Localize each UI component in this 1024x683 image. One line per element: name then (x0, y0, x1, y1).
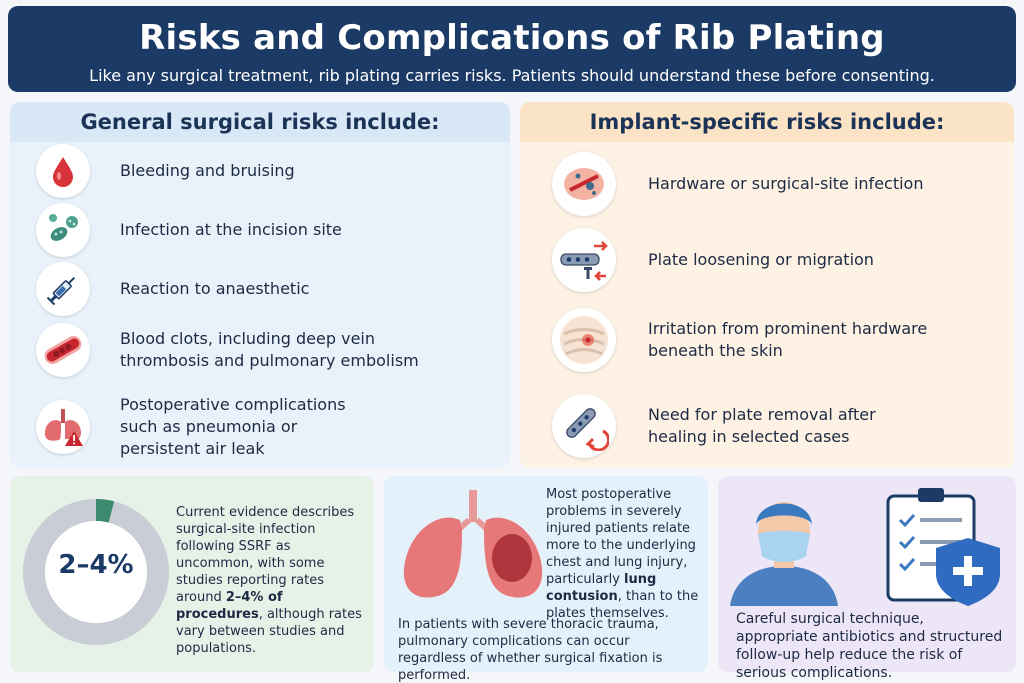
rib-irritation-icon (552, 308, 616, 372)
list-item-text: Blood clots, including deep vein thrombo… (120, 329, 419, 370)
list-item-text: Infection at the incision site (120, 220, 342, 239)
infection-rate-text: Current evidence describes surgical-site… (176, 505, 362, 656)
list-item-text: Plate loosening or migration (648, 250, 874, 269)
implant-risks-panel: Implant-specific risks include: Hardware… (520, 102, 1014, 468)
plate-removal-icon (552, 394, 616, 458)
infection-rate-highlight: 2–4% of procedures (176, 590, 283, 622)
list-item: Plate loosening or migration (552, 228, 874, 292)
infection-rate-value: 2–4% (58, 550, 134, 580)
infected-site-icon (552, 152, 616, 216)
infection-rate-card: 2–4% Current evidence describes surgical… (10, 476, 374, 672)
list-item: Reaction to anaesthetic (36, 262, 309, 316)
bacteria-icon (36, 203, 90, 257)
list-item: Hardware or surgical-site infection (552, 152, 923, 216)
list-item-text: Postoperative complications such as pneu… (120, 395, 346, 458)
ring-center (45, 521, 147, 623)
list-item-text: Need for plate removal after healing in … (648, 405, 876, 446)
header-banner: Risks and Complications of Rib Plating L… (8, 6, 1016, 92)
prevention-card: Careful surgical technique, appropriate … (718, 476, 1016, 681)
list-item: Need for plate removal after healing in … (552, 394, 938, 458)
list-item: Bleeding and bruising (36, 144, 295, 198)
list-item: Blood clots, including deep vein thrombo… (36, 323, 420, 377)
lung-injury-card: Most postoperative problems in severely … (384, 476, 708, 683)
lung-injury-text: Most postoperative problems in severely … (546, 487, 699, 621)
syringe-icon (36, 262, 90, 316)
lung-contusion-highlight: lung contusion (546, 572, 657, 604)
page-subtitle: Like any surgical treatment, rib plating… (89, 66, 935, 85)
blood-vessel-clot-icon (36, 323, 90, 377)
surgeon-checklist-illustration-icon (730, 488, 1000, 606)
ring-highlight-segment (23, 499, 169, 645)
list-item-text: Hardware or surgical-site infection (648, 174, 924, 193)
list-item: Irritation from prominent hardware benea… (552, 308, 928, 372)
list-item-text: Bleeding and bruising (120, 161, 295, 180)
general-risks-heading: General surgical risks include: (10, 102, 510, 142)
plate-loosening-icon (552, 228, 616, 292)
list-item: Postoperative complications such as pneu… (36, 394, 380, 460)
general-risks-panel: General surgical risks include: Bleeding… (10, 102, 510, 468)
list-item-text: Irritation from prominent hardware benea… (648, 319, 928, 360)
list-item-text: Reaction to anaesthetic (120, 279, 310, 298)
prevention-text: Careful surgical technique, appropriate … (736, 611, 1003, 681)
infection-rate-ring-chart (23, 499, 169, 645)
lungs-warning-icon (36, 400, 90, 454)
lungs-illustration-icon (403, 490, 543, 598)
blood-drop-icon (36, 144, 90, 198)
list-item: Infection at the incision site (36, 203, 342, 257)
lung-injury-footer: In patients with severe thoracic trauma,… (398, 617, 663, 683)
page-title: Risks and Complications of Rib Plating (139, 18, 885, 58)
implant-risks-heading: Implant-specific risks include: (520, 102, 1014, 142)
